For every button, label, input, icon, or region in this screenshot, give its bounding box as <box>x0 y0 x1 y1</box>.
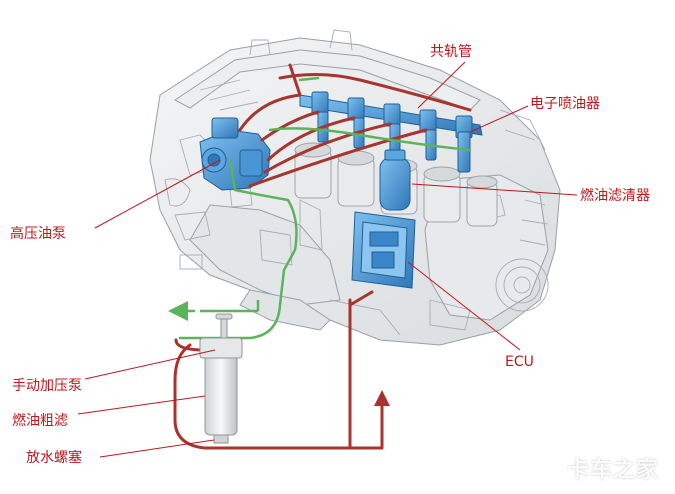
label-electronic-injector: 电子喷油器 <box>530 96 600 112</box>
high-pressure-pump <box>199 117 271 191</box>
leader-lines <box>77 61 578 458</box>
hand-primer-pump <box>215 313 233 339</box>
label-fuel-filter: 燃油滤清器 <box>580 188 650 204</box>
fuel-lines <box>173 63 472 450</box>
watermark: 卡车之家 <box>566 458 659 483</box>
engine-details <box>164 29 549 336</box>
label-coarse-filter: 燃油粗滤 <box>12 413 68 429</box>
label-drain-plug: 放水螺塞 <box>26 450 82 466</box>
return-lines <box>178 76 472 340</box>
label-hand-pump: 手动加压泵 <box>12 378 82 394</box>
label-ecu: ECU <box>505 354 534 370</box>
ecu-module <box>351 211 416 289</box>
label-high-pressure-pump: 高压油泵 <box>10 226 66 242</box>
coarse-fuel-filter <box>199 337 243 444</box>
fuel-filter <box>379 149 411 211</box>
label-common-rail: 共轨管 <box>430 44 472 60</box>
